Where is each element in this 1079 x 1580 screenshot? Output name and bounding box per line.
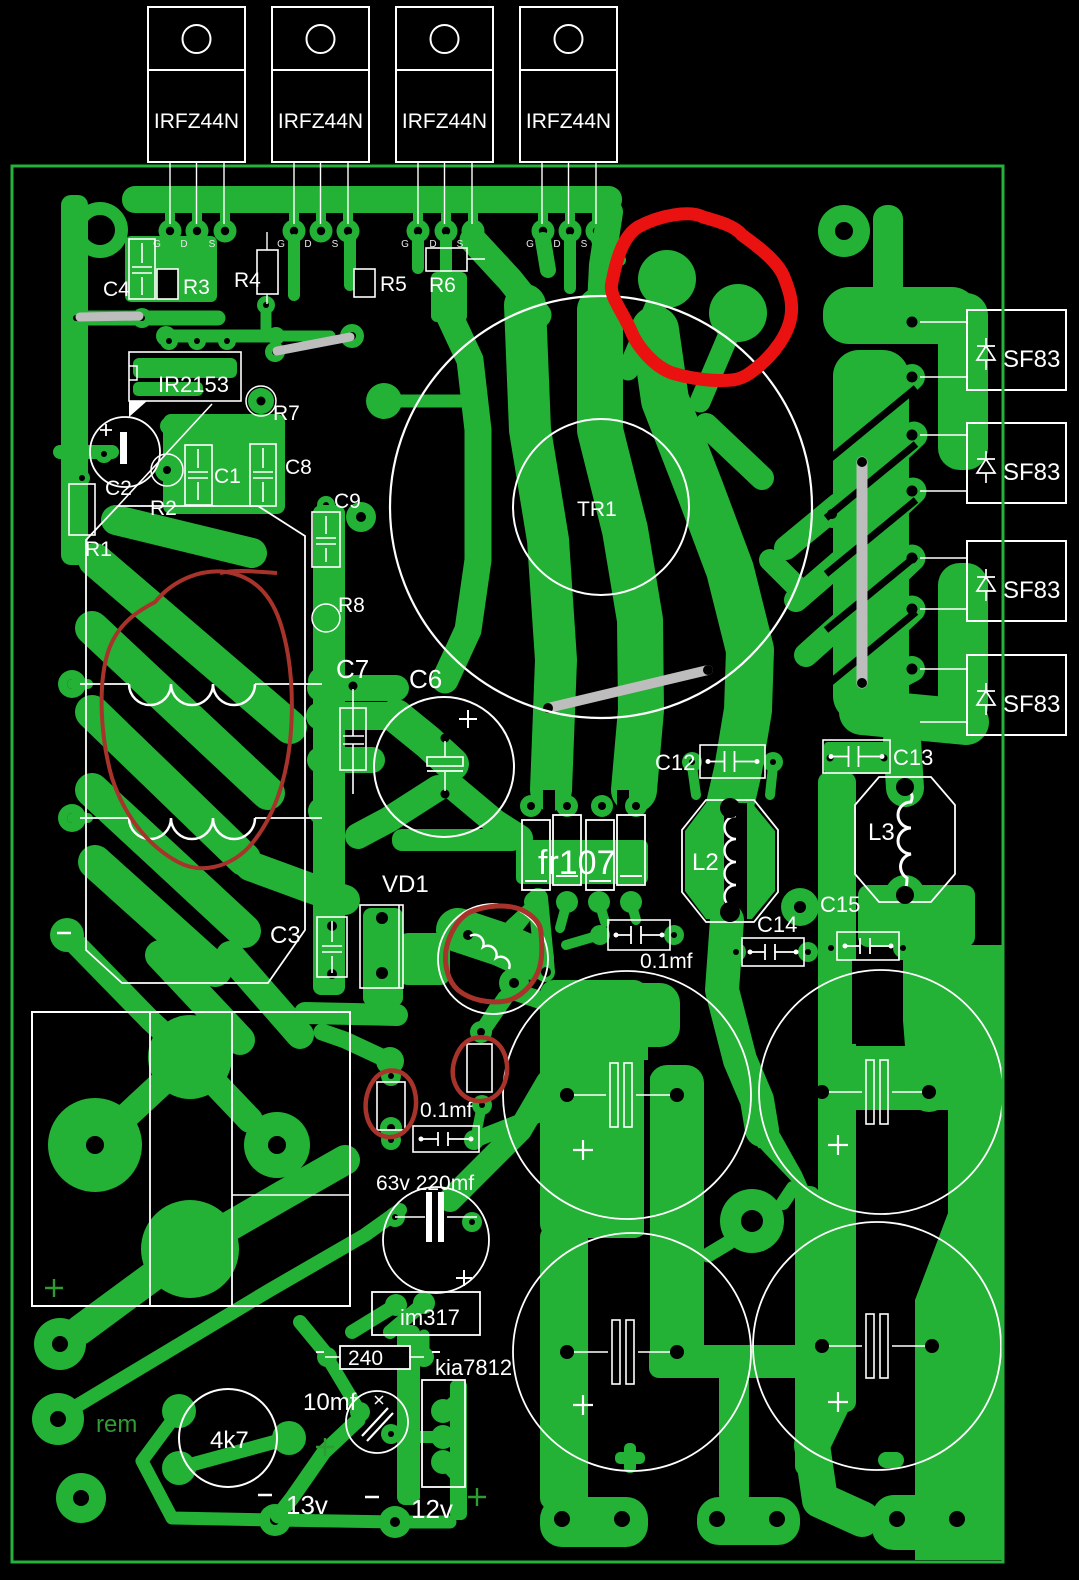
svg-text:SF83: SF83 bbox=[1003, 346, 1060, 373]
svg-text:rem: rem bbox=[96, 1411, 137, 1438]
svg-text:C6: C6 bbox=[409, 664, 442, 694]
svg-text:R1: R1 bbox=[85, 538, 112, 561]
svg-text:10mf: 10mf bbox=[303, 1389, 357, 1416]
svg-text:D: D bbox=[429, 239, 436, 250]
svg-text:4k7: 4k7 bbox=[210, 1427, 249, 1454]
svg-text:R2: R2 bbox=[150, 497, 177, 520]
svg-text:D: D bbox=[553, 239, 560, 250]
svg-text:G: G bbox=[401, 239, 409, 250]
svg-text:0.1mf: 0.1mf bbox=[640, 950, 693, 973]
svg-text:SF83: SF83 bbox=[1003, 577, 1060, 604]
svg-text:C12: C12 bbox=[655, 750, 695, 775]
svg-text:D: D bbox=[180, 239, 187, 250]
svg-text:S: S bbox=[209, 239, 216, 250]
svg-text:SF83: SF83 bbox=[1003, 459, 1060, 486]
svg-text:kia7812: kia7812 bbox=[435, 1355, 512, 1380]
svg-text:R8: R8 bbox=[338, 594, 365, 617]
svg-text:C7: C7 bbox=[336, 654, 369, 684]
svg-text:C14: C14 bbox=[757, 912, 797, 937]
svg-text:R3: R3 bbox=[183, 276, 210, 299]
svg-text:S: S bbox=[581, 239, 588, 250]
svg-text:R4: R4 bbox=[234, 269, 261, 292]
svg-text:0.1mf: 0.1mf bbox=[420, 1099, 473, 1122]
svg-text:IRFZ44N: IRFZ44N bbox=[154, 110, 239, 133]
svg-text:S: S bbox=[457, 239, 464, 250]
svg-text:im317: im317 bbox=[400, 1305, 460, 1330]
svg-text:IR2153: IR2153 bbox=[158, 372, 229, 397]
svg-text:IRFZ44N: IRFZ44N bbox=[526, 110, 611, 133]
svg-text:R7: R7 bbox=[273, 402, 300, 425]
svg-text:C3: C3 bbox=[270, 922, 301, 949]
svg-text:G: G bbox=[277, 239, 285, 250]
svg-text:C2: C2 bbox=[105, 477, 132, 500]
svg-text:12v: 12v bbox=[411, 1494, 453, 1524]
svg-text:R5: R5 bbox=[380, 273, 407, 296]
svg-text:fr107: fr107 bbox=[538, 844, 616, 882]
svg-text:VD1: VD1 bbox=[382, 871, 429, 898]
svg-text:240: 240 bbox=[348, 1347, 383, 1370]
svg-text:R6: R6 bbox=[429, 274, 456, 297]
svg-text:L2: L2 bbox=[692, 849, 719, 876]
svg-text:L3: L3 bbox=[868, 819, 895, 846]
svg-text:C9: C9 bbox=[334, 490, 361, 513]
svg-text:C4: C4 bbox=[103, 278, 130, 301]
svg-text:S: S bbox=[332, 239, 339, 250]
svg-text:G: G bbox=[526, 239, 534, 250]
svg-text:G: G bbox=[153, 239, 161, 250]
svg-text:SF83: SF83 bbox=[1003, 691, 1060, 718]
svg-text:C15: C15 bbox=[820, 892, 860, 917]
svg-text:TR1: TR1 bbox=[577, 498, 617, 521]
svg-text:C1: C1 bbox=[214, 465, 241, 488]
svg-text:D: D bbox=[304, 239, 311, 250]
svg-text:C13: C13 bbox=[893, 745, 933, 770]
svg-text:C8: C8 bbox=[285, 456, 312, 479]
svg-text:IRFZ44N: IRFZ44N bbox=[278, 110, 363, 133]
svg-text:13v: 13v bbox=[286, 1490, 328, 1520]
svg-text:63v 220mf: 63v 220mf bbox=[376, 1172, 474, 1195]
svg-text:IRFZ44N: IRFZ44N bbox=[402, 110, 487, 133]
